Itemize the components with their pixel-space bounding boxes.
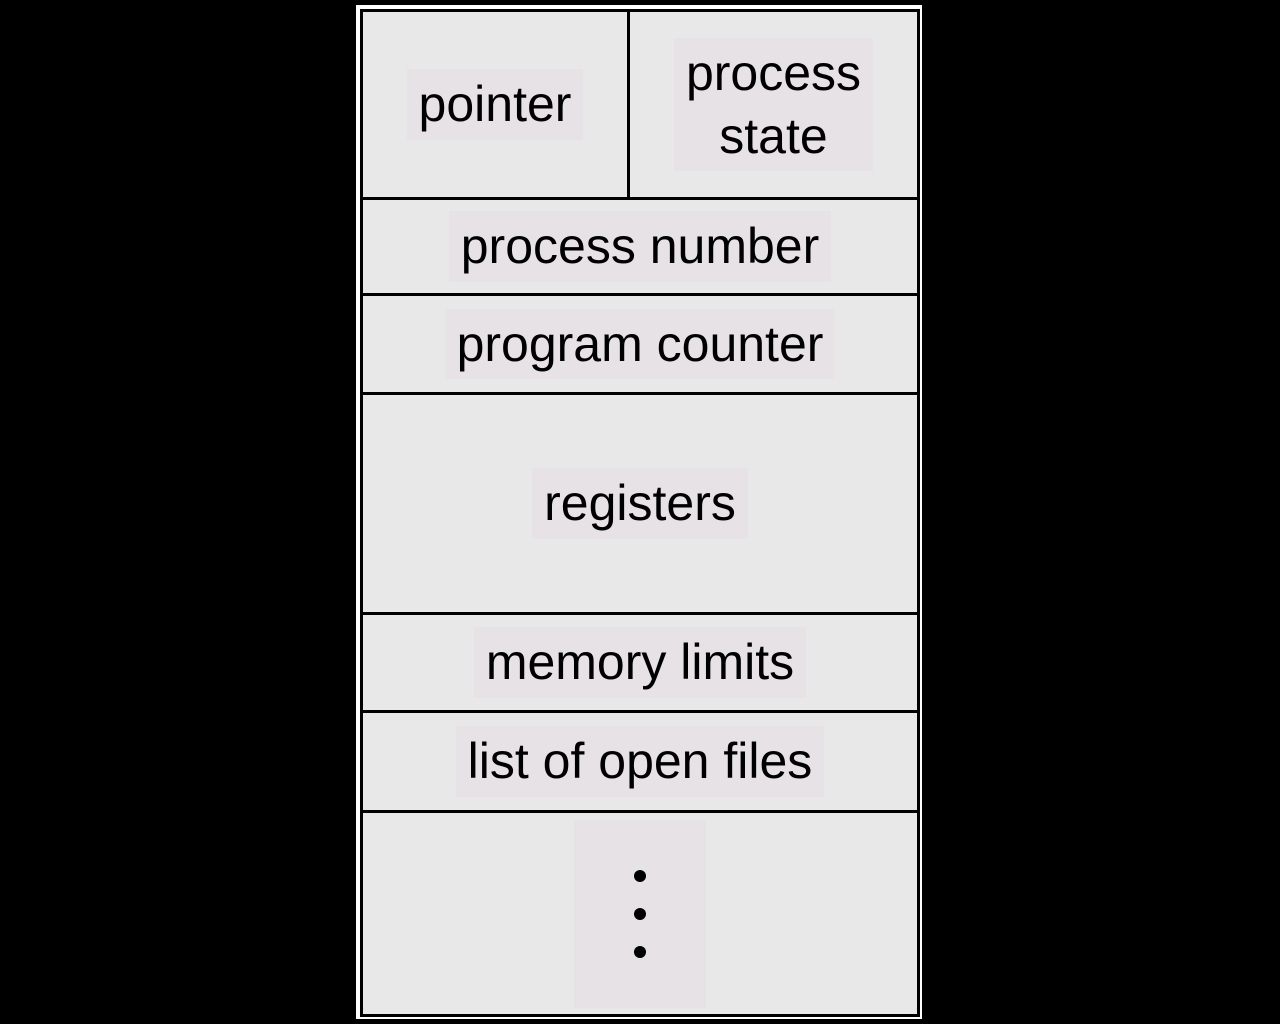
process-number-label: process number bbox=[448, 211, 832, 282]
ellipsis-dot bbox=[634, 907, 646, 920]
ellipsis-dot bbox=[634, 945, 646, 958]
top-row-vertical-divider bbox=[627, 12, 630, 197]
process-number-row: process number bbox=[363, 200, 917, 293]
ellipsis-dot bbox=[634, 869, 646, 882]
registers-row: registers bbox=[363, 395, 917, 612]
row-divider bbox=[363, 392, 917, 395]
process-control-block: pointer process state process number pro… bbox=[356, 5, 922, 1019]
pcb-fields-container: pointer process state process number pro… bbox=[360, 9, 920, 1017]
row-divider bbox=[363, 810, 917, 813]
row-divider bbox=[363, 612, 917, 615]
continuation-row bbox=[363, 813, 917, 1014]
process-state-label: process state bbox=[673, 38, 874, 171]
pointer-cell: pointer bbox=[363, 12, 627, 197]
program-counter-row: program counter bbox=[363, 296, 917, 392]
vertical-ellipsis-icon bbox=[574, 819, 706, 1008]
process-state-cell: process state bbox=[630, 12, 917, 197]
memory-limits-label: memory limits bbox=[473, 627, 807, 698]
registers-label: registers bbox=[532, 468, 748, 539]
row-divider bbox=[363, 293, 917, 296]
open-files-label: list of open files bbox=[455, 726, 825, 797]
row-divider bbox=[363, 197, 917, 200]
program-counter-label: program counter bbox=[444, 308, 836, 380]
memory-limits-row: memory limits bbox=[363, 615, 917, 710]
row-divider bbox=[363, 710, 917, 713]
pointer-label: pointer bbox=[406, 69, 584, 140]
open-files-row: list of open files bbox=[363, 713, 917, 810]
